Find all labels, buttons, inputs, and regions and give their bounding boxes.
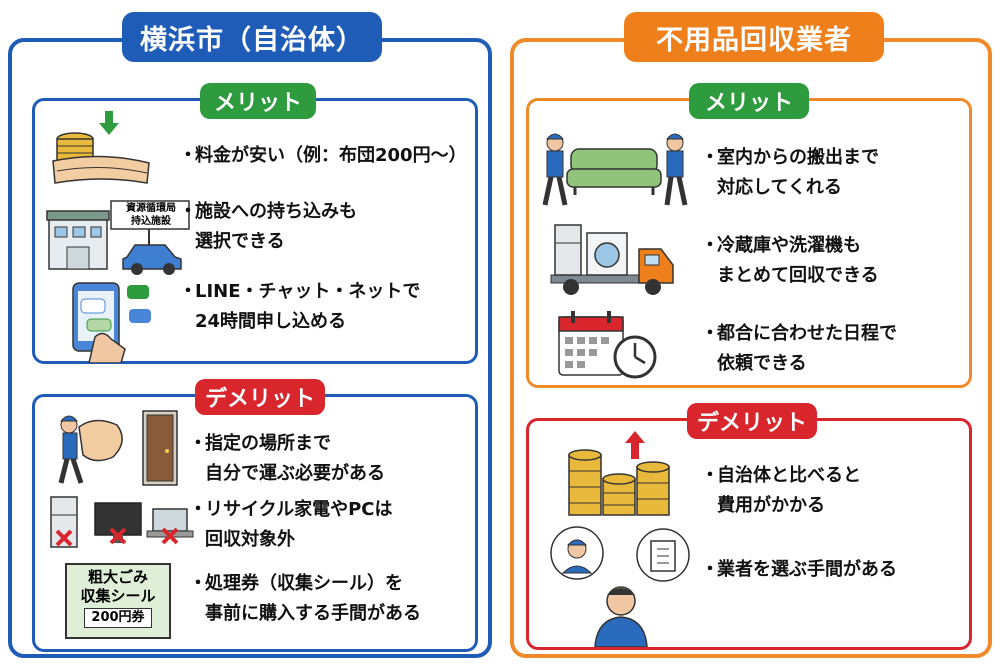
collector-panel: 不用品回収業者 メリット ・ 室内からの搬出まで 対応してくれる <box>510 12 992 658</box>
smartphone-chat-icon <box>72 282 151 363</box>
movers-sofa-icon <box>542 133 688 206</box>
sticker-ticket-icon: 粗大ごみ 収集シール 200円券 <box>65 563 171 639</box>
municipality-merit-item-1: ・ 料金が安い（例：布団200円〜） <box>179 145 467 166</box>
municipality-merit-item-2: ・ 施設への持ち込みも 選択できる <box>179 201 357 252</box>
municipality-demerit-item-3: ・ 処理券（収集シール）を 事前に購入する手間がある <box>189 573 421 624</box>
municipality-demerit-item-1: ・ 指定の場所まで 自分で運ぶ必要がある <box>189 433 385 484</box>
collector-merit-box: メリット ・ 室内からの搬出まで 対応してくれる <box>526 83 972 388</box>
municipality-merit-box: メリット ・ 料金が安い（例：布団200円〜） <box>32 83 478 364</box>
municipality-demerit-badge: デメリット <box>195 379 325 415</box>
coins-futon-icon <box>52 111 150 184</box>
appliances-crossed-icon <box>50 496 194 548</box>
facility-sign-text: 資源循環局 持込施設 <box>126 203 176 227</box>
municipality-title: 横浜市（自治体） <box>122 12 382 62</box>
municipality-panel: 横浜市（自治体） メリット ・ 料金が安い（例：布団200円〜） <box>8 12 492 658</box>
collector-demerit-item-2: ・ 業者を選ぶ手間がある <box>701 559 897 580</box>
municipality-demerit-item-2: ・ リサイクル家電やPCは 回収対象外 <box>189 499 393 550</box>
calendar-clock-icon <box>558 311 657 379</box>
collector-merit-item-2: ・ 冷蔵庫や洗濯機も まとめて回収できる <box>701 235 879 286</box>
collector-demerit-box: デメリット ・ 自治体と比べると 費用がかかる <box>526 403 972 650</box>
collector-demerit-item-1: ・ 自治体と比べると 費用がかかる <box>701 465 861 516</box>
worker-carry-futon-icon <box>58 410 178 486</box>
collector-merit-item-1: ・ 室内からの搬出まで 対応してくれる <box>701 147 879 198</box>
coins-rising-icon <box>568 431 670 516</box>
municipality-demerit-box: デメリット ・ 指定の場所まで 自分で運ぶ必要がある <box>32 379 478 652</box>
facility-car-icon <box>46 200 190 275</box>
collector-merit-item-3: ・ 都合に合わせた日程で 依頼できる <box>701 323 897 374</box>
municipality-merit-badge: メリット <box>200 83 316 119</box>
person-choosing-icon <box>550 526 690 647</box>
collector-title: 不用品回収業者 <box>624 12 884 62</box>
collector-merit-badge: メリット <box>689 83 809 119</box>
collector-demerit-badge: デメリット <box>687 403 817 439</box>
municipality-merit-item-3: ・ LINE・チャット・ネットで 24時間申し込める <box>179 281 421 332</box>
truck-appliances-icon <box>550 224 674 295</box>
